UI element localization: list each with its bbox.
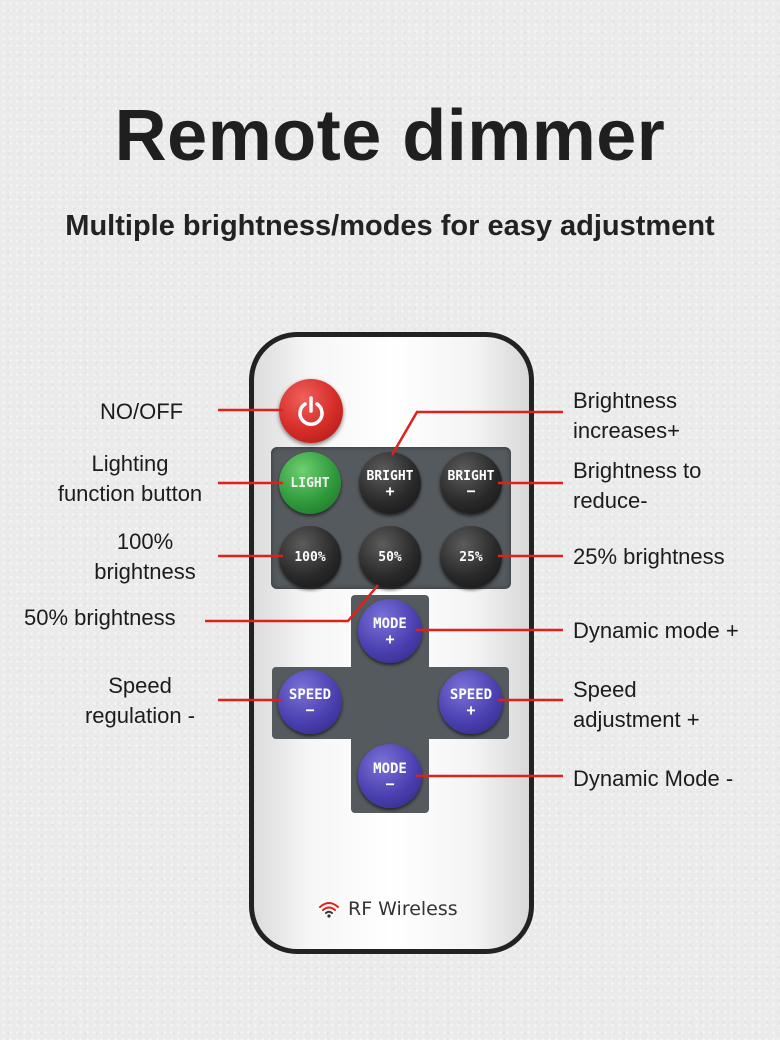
label-light: Lighting function button [30, 449, 230, 509]
label-mode-plus: Dynamic mode + [573, 618, 739, 643]
mode-plus-sign: + [385, 629, 395, 648]
label-light-line1: Lighting [91, 451, 169, 476]
mode-minus-sign: − [385, 774, 395, 793]
leader-line-50 [205, 584, 379, 623]
bright-plus-sign: + [385, 481, 395, 500]
label-power: NO/OFF [100, 399, 184, 424]
light-button[interactable]: LIGHT [279, 452, 341, 514]
brightness-50-button[interactable]: 50% [359, 526, 421, 588]
brightness-100-button[interactable]: 100% [279, 526, 341, 588]
bright-minus-button[interactable]: BRIGHT − [440, 452, 502, 514]
speed-plus-button[interactable]: SPEED + [439, 670, 503, 734]
rf-wireless-badge: RF Wireless [318, 896, 478, 922]
mode-plus-label: MODE [373, 615, 407, 632]
label-speed-plus-line1: Speed [573, 677, 637, 702]
label-speed-minus-line1: Speed [108, 673, 172, 698]
label-speed-minus: Speed regulation - [60, 671, 220, 731]
speed-minus-label: SPEED [288, 686, 332, 703]
page-title: Remote dimmer [114, 96, 666, 176]
brightness-25-label: 25% [459, 549, 483, 565]
label-bright-up-line1: Brightness [573, 388, 677, 413]
speed-minus-button[interactable]: SPEED − [278, 670, 342, 734]
speed-plus-label: SPEED [449, 686, 493, 703]
label-mode-minus: Dynamic Mode - [573, 766, 734, 791]
label-speed-plus: Speed adjustment + [573, 675, 773, 735]
page-subtitle: Multiple brightness/modes for easy adjus… [65, 210, 715, 242]
label-speed-plus-line2: adjustment + [573, 707, 700, 732]
label-brightness-100-line1: 100% [116, 529, 174, 554]
wifi-icon [319, 902, 339, 918]
label-bright-down-line2: reduce- [573, 488, 648, 513]
light-button-label: LIGHT [290, 475, 330, 491]
label-bright-up: Brightness increases+ [573, 386, 763, 446]
label-bright-up-line2: increases+ [573, 418, 681, 443]
brightness-100-label: 100% [294, 549, 326, 565]
label-brightness-50: 50% brightness [24, 605, 176, 630]
power-icon [298, 396, 324, 426]
label-brightness-100: 100% brightness [60, 527, 230, 587]
label-bright-down-line1: Brightness to [573, 458, 702, 483]
label-light-line2: function button [57, 481, 203, 506]
mode-minus-label: MODE [373, 760, 407, 777]
label-brightness-25: 25% brightness [573, 544, 725, 569]
bright-minus-label: BRIGHT [447, 468, 495, 484]
bright-plus-button[interactable]: BRIGHT + [359, 452, 421, 514]
power-button[interactable] [279, 379, 343, 443]
brightness-25-button[interactable]: 25% [440, 526, 502, 588]
label-speed-minus-line2: regulation - [84, 703, 196, 728]
label-bright-down: Brightness to reduce- [573, 456, 773, 516]
bright-minus-sign: − [466, 481, 476, 500]
bright-plus-label: BRIGHT [366, 468, 414, 484]
leader-line-bright-up [390, 410, 563, 456]
mode-minus-button[interactable]: MODE − [358, 744, 422, 808]
label-brightness-100-line2: brightness [94, 559, 196, 584]
speed-minus-sign: − [305, 700, 315, 719]
speed-plus-sign: + [466, 700, 476, 719]
rf-wireless-label: RF Wireless [348, 898, 458, 920]
mode-plus-button[interactable]: MODE + [358, 599, 422, 663]
brightness-50-label: 50% [378, 549, 402, 565]
